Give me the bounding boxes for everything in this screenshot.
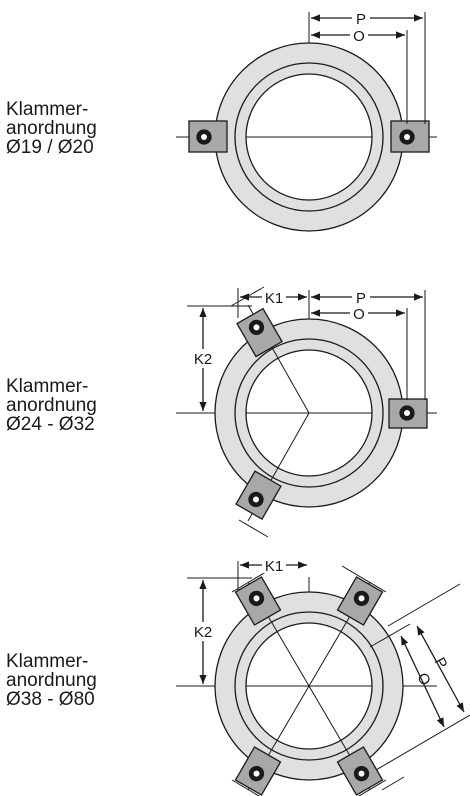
pipe-ring-middle bbox=[234, 611, 384, 761]
label-line-1: Klammer- bbox=[6, 376, 89, 397]
clamp-right bbox=[388, 398, 428, 429]
dimension-k2-label: K2 bbox=[194, 624, 212, 641]
pipe-ring-middle bbox=[234, 338, 384, 488]
dimension-o-line bbox=[400, 635, 445, 728]
label-line-2: anordnung bbox=[6, 118, 97, 139]
clamp-arrangement-label-2: Klammer- anordnung Ø24 - Ø32 bbox=[6, 377, 97, 434]
clamp-upper-left bbox=[236, 307, 283, 358]
dimension-k1-label: K1 bbox=[265, 290, 283, 307]
clamp-lower-left bbox=[235, 470, 282, 520]
label-line-3: Ø38 - Ø80 bbox=[6, 689, 95, 710]
dimension-k1-label: K1 bbox=[265, 558, 283, 575]
dimension-o-label: O bbox=[353, 306, 365, 323]
dimension-o-label: O bbox=[353, 28, 365, 45]
label-line-2: anordnung bbox=[6, 395, 97, 416]
label-line-1: Klammer- bbox=[6, 651, 89, 672]
label-line-1: Klammer- bbox=[6, 99, 89, 120]
clamp-lower-right bbox=[336, 746, 384, 796]
label-line-2: anordnung bbox=[6, 670, 97, 691]
clamp-upper-left bbox=[234, 576, 282, 626]
diagram-2 bbox=[176, 286, 437, 538]
clamp-arrangement-label-3: Klammer- anordnung Ø38 - Ø80 bbox=[6, 652, 97, 709]
dimension-p-line bbox=[416, 625, 465, 713]
clamp-lower-left bbox=[234, 746, 282, 796]
dimension-k2-label: K2 bbox=[194, 351, 212, 368]
diagram-1 bbox=[176, 12, 437, 232]
clamp-arrangement-label-1: Klammer- anordnung Ø19 / Ø20 bbox=[6, 100, 97, 157]
clamp-upper-right bbox=[336, 576, 384, 626]
clamp-right bbox=[390, 120, 430, 153]
clamp-left bbox=[188, 120, 228, 153]
dimension-p-label: P bbox=[356, 11, 366, 28]
diagram-3 bbox=[176, 561, 470, 796]
label-line-3: Ø24 - Ø32 bbox=[6, 414, 95, 435]
dimension-p-label: P bbox=[356, 290, 366, 307]
label-line-3: Ø19 / Ø20 bbox=[6, 137, 94, 158]
pipe-ring-middle bbox=[234, 62, 384, 212]
